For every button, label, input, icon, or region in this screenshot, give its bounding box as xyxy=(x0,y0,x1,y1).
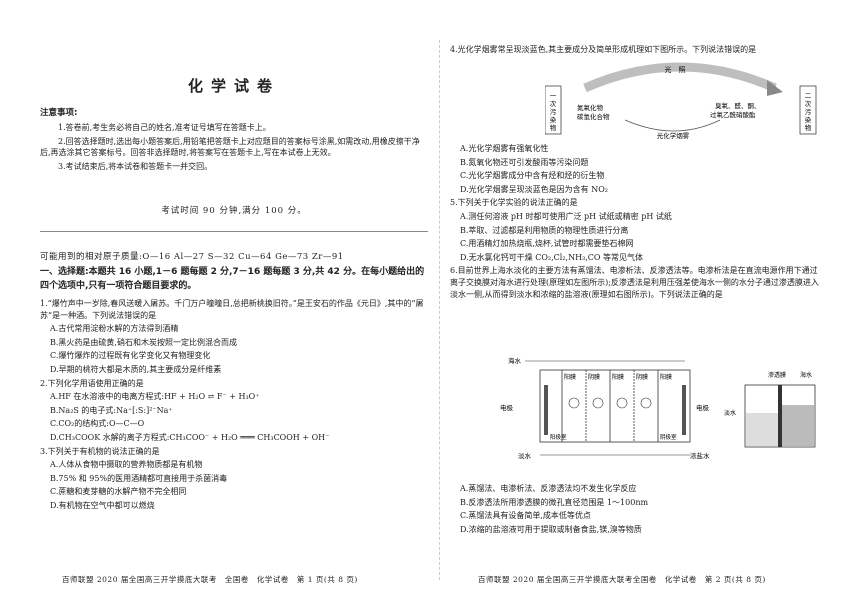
membrane-4: 阴膜 xyxy=(636,373,648,381)
notes-heading: 注意事项: xyxy=(40,108,78,118)
smog-diagram: 一次污染物 二次污染物 光 照 氮氧化物碳氢化合物 臭氧、醛、酮、过氧乙酰硝酸酯… xyxy=(545,62,817,140)
smog-label: 光化学烟雾 xyxy=(657,131,690,140)
secondary-pollutant-box xyxy=(799,85,817,135)
option: C.用酒精灯加热烧瓶,烧杯,试管时都需要垫石棉网 xyxy=(460,239,634,249)
note-1: 1.答卷前,考生务必将自己的姓名,准考证号填写在答题卡上。 xyxy=(58,123,271,132)
option: B.Na₂S 的电子式:Na⁺[:S:]²⁻Na⁺ xyxy=(50,405,173,415)
option: C.爆竹爆炸的过程既有化学变化又有物理变化 xyxy=(50,351,211,361)
option: A.测任何溶液 pH 时都可使用广泛 pH 试纸或精密 pH 试纸 xyxy=(460,211,672,221)
q6-options: A.蒸馏法、电渗析法、反渗透法均不发生化学反应 B.反渗透法所用渗透膜的微孔直径… xyxy=(450,483,825,537)
option: D.无水氯化钙可干燥 CO₂,Cl₂,NH₃,CO 等常见气体 xyxy=(460,252,644,262)
question-1: 1.“爆竹声中一岁除,春风送暖入屠苏。千门万户曈曈日,总把新桃换旧符。”是王安石… xyxy=(40,299,424,320)
osmosis-label: 渗透膜 xyxy=(768,371,786,379)
footer-right: 百师联盟 2020 届全国高三开学摸底大联考全国卷 化学试卷 第 2 页(共 8… xyxy=(478,575,766,584)
option: C.CO₂的结构式:O—C—O xyxy=(50,419,145,429)
divider-rule xyxy=(40,231,428,232)
cathode-room: 阴极室 xyxy=(660,433,677,441)
question-5: 5.下列关于化学实验的说法正确的是 xyxy=(450,198,578,208)
option: B.萃取、过滤都是利用物质的物理性质进行分离 xyxy=(460,225,629,235)
electrode-right: 电极 xyxy=(696,403,710,412)
note-3: 3.考试结束后,将本试卷和答题卡一并交回。 xyxy=(58,161,213,171)
note-2: 2.回答选择题时,选出每小题答案后,用铅笔把答题卡上对应题目的答案标号涂黑,如需… xyxy=(40,136,420,158)
question-4: 4.光化学烟雾常呈现淡蓝色,其主要成分及简单形成机理如下图所示。下列说法错误的是 xyxy=(450,45,757,54)
question-3: 3.下列关于有机物的说法正确的是 xyxy=(40,446,160,456)
option: C.蔗糖和麦芽糖的水解产物不完全相同 xyxy=(50,487,187,497)
option: B.反渗透法所用渗透膜的微孔直径范围是 1～100nm xyxy=(460,497,649,507)
smog-curve xyxy=(624,119,721,132)
option: A.光化学烟雾有强氧化性 xyxy=(460,144,549,153)
seawater-label: 海水 xyxy=(508,356,522,365)
seawater-2: 海水 xyxy=(800,371,812,379)
secondary-pollutant-label: 二次污染物 xyxy=(805,92,812,132)
exam-time: 考试时间 90 分钟,满分 100 分。 xyxy=(161,206,307,216)
membrane-labels: 阳膜 阴膜 阳膜 阴膜 阳膜 阳极室 阴极室 xyxy=(550,370,677,442)
option: B.黑火药是由硫黄,硝石和木炭按照一定比例混合而成 xyxy=(50,337,237,347)
arrow-head xyxy=(767,80,783,96)
questions-left: 1.“爆竹声中一岁除,春风送暖入屠苏。千门万户曈曈日,总把新桃换旧符。”是王安石… xyxy=(40,298,428,514)
notes-block: 1.答卷前,考生务必将自己的姓名,准考证号填写在答题卡上。 2.回答选择题时,选… xyxy=(40,122,428,174)
light-label: 光 照 xyxy=(665,65,686,74)
electrodialysis-cell xyxy=(539,369,691,443)
option: D.CH₃COOK 水解的离子方程式:CH₃COO⁻ + H₂O ═══ CH₃… xyxy=(50,432,330,442)
atomic-mass-line: 可能用到的相对原子质量:O—16 Al—27 S—32 Cu—64 Ge—73 … xyxy=(40,252,344,262)
fresh-water-2: 淡水 xyxy=(724,409,736,417)
question-2: 2.下列化学用语使用正确的是 xyxy=(40,378,144,388)
membrane-1: 阳膜 xyxy=(564,373,576,381)
desalination-diagram: 海水 电极 电极 阳膜 阴膜 阳膜 阴膜 阳膜 阳极室 阴极室 淡水 浓盐水 渗… xyxy=(500,356,816,460)
membrane-3: 阳膜 xyxy=(612,373,624,381)
option: C.光化学烟雾成分中含有烃和烃的衍生物 xyxy=(460,171,605,181)
anode-room: 阳极室 xyxy=(550,433,567,441)
membrane-5: 阳膜 xyxy=(660,373,672,381)
option: A.HF 在水溶液中的电离方程式:HF + H₂O ⇌ F⁻ + H₃O⁺ xyxy=(50,392,260,402)
electrode-left: 电极 xyxy=(500,403,514,412)
membrane-2: 阴膜 xyxy=(588,373,600,381)
option: A.古代常用淀粉水解的方法得到酒精 xyxy=(50,324,179,334)
brine-label: 浓盐水 xyxy=(690,451,710,460)
page-title: 化学试卷 xyxy=(187,77,280,95)
option: B.氮氧化物还可引发酸雨等污染问题 xyxy=(460,157,589,167)
primary-components: 氮氧化物碳氢化合物 xyxy=(577,103,610,121)
option: D.光化学烟雾呈现淡蓝色是因为含有 NO₂ xyxy=(460,184,608,194)
primary-pollutant-label: 一次污染物 xyxy=(550,92,557,132)
option: D.有机物在空气中都可以燃烧 xyxy=(50,500,155,510)
option: D.早期的桃符大都是木质的,其主要成分是纤维素 xyxy=(50,364,222,374)
option: B.75% 和 95%的医用酒精都可直接用于杀菌消毒 xyxy=(50,473,228,483)
option: D.浓缩的盐溶液可用于提取或制备食盐,镁,溴等物质 xyxy=(460,524,642,534)
option: A.人体从食物中摄取的营养物质都是有机物 xyxy=(50,460,203,470)
footer-left: 百师联盟 2020 届全国高三开学摸底大联考 全国卷 化学试卷 第 1 页(共 … xyxy=(62,575,358,584)
page-divider xyxy=(439,40,440,580)
option: C.蒸馏法具有设备简单,成本低等优点 xyxy=(460,511,591,521)
primary-pollutant-box xyxy=(545,85,562,135)
secondary-components: 臭氧、醛、酮、过氧乙酰硝酸酯 xyxy=(710,101,761,119)
question-6: 6.目前世界上海水淡化的主要方法有蒸馏法、电渗析法、反渗透法等。电渗析法是在直流… xyxy=(450,266,819,299)
section-heading: 一、选择题:本题共 16 小题,1－6 题每题 2 分,7－16 题每题 3 分… xyxy=(40,267,425,291)
fresh-water-label: 淡水 xyxy=(518,451,532,460)
q4-options: A.光化学烟雾有强氧化性 B.氮氧化物还可引发酸雨等污染问题 C.光化学烟雾成分… xyxy=(450,143,825,302)
option: A.蒸馏法、电渗析法、反渗透法均不发生化学反应 xyxy=(460,484,637,493)
light-arrow xyxy=(583,62,777,93)
